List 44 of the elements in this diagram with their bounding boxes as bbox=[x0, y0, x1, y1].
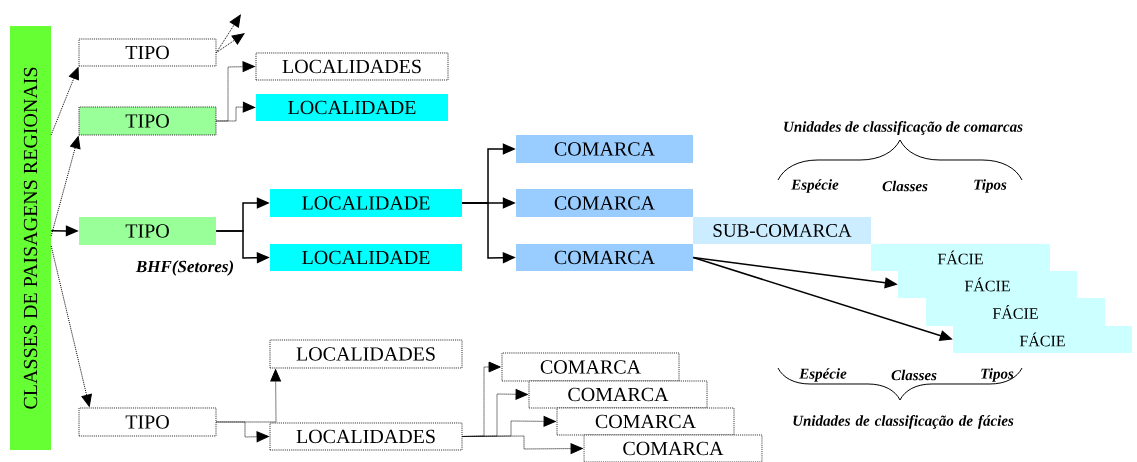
arrow bbox=[215, 14, 241, 53]
class-box: LOCALIDADE bbox=[270, 189, 462, 217]
class-box: FÁCIE bbox=[926, 298, 1105, 326]
node-caption: BHF(Setores) bbox=[135, 260, 234, 276]
class-box: COMARCA bbox=[501, 352, 680, 382]
class-box: COMARCA bbox=[516, 189, 693, 217]
class-box: FÁCIE bbox=[953, 326, 1132, 353]
arrow bbox=[50, 67, 79, 136]
vertical-title-bar: CLASSES DE PAISAGENS REGIONAIS bbox=[10, 26, 51, 450]
node-label: FÁCIE bbox=[964, 277, 1010, 292]
unit-label: Tipos bbox=[974, 179, 1007, 193]
class-box: TIPO bbox=[78, 407, 217, 437]
class-box: FÁCIE bbox=[871, 244, 1050, 271]
node-label: FÁCIE bbox=[992, 305, 1038, 319]
arrow bbox=[461, 435, 583, 454]
node-label: FÁCIE bbox=[937, 250, 983, 265]
unit-label: Classes bbox=[882, 180, 928, 192]
class-box: COMARCA bbox=[516, 135, 693, 163]
class-box: FÁCIE bbox=[898, 271, 1077, 298]
class-box: LOCALIDADES bbox=[255, 52, 449, 81]
classification-heading: Unidades de classificação de comarcas bbox=[784, 121, 1023, 135]
arrow bbox=[50, 136, 81, 237]
unit-label: Espécie bbox=[791, 179, 839, 193]
class-box: LOCALIDADE bbox=[256, 94, 448, 121]
node-label: FÁCIE bbox=[1019, 332, 1065, 347]
unit-label: Tipos bbox=[981, 368, 1014, 382]
unit-label: Classes bbox=[891, 369, 937, 381]
class-box: LOCALIDADES bbox=[269, 339, 463, 369]
arrow bbox=[215, 33, 245, 53]
class-box: COMARCA bbox=[528, 380, 708, 409]
unit-label: Espécie bbox=[799, 368, 847, 382]
arrow bbox=[215, 101, 256, 122]
class-box: LOCALIDADE bbox=[270, 244, 462, 271]
arrow bbox=[215, 421, 269, 443]
arrow bbox=[50, 245, 92, 407]
class-box: COMARCA bbox=[556, 407, 735, 436]
class-box: TIPO bbox=[79, 217, 216, 245]
class-box: COMARCA bbox=[516, 244, 693, 271]
class-box: COMARCA bbox=[583, 434, 763, 462]
class-box: LOCALIDADES bbox=[269, 422, 463, 451]
class-box: TIPO bbox=[78, 106, 217, 136]
class-box: SUB-COMARCA bbox=[693, 217, 871, 244]
classification-heading: Unidades de classificação de fácies bbox=[793, 415, 1014, 429]
class-box: TIPO bbox=[78, 38, 217, 67]
